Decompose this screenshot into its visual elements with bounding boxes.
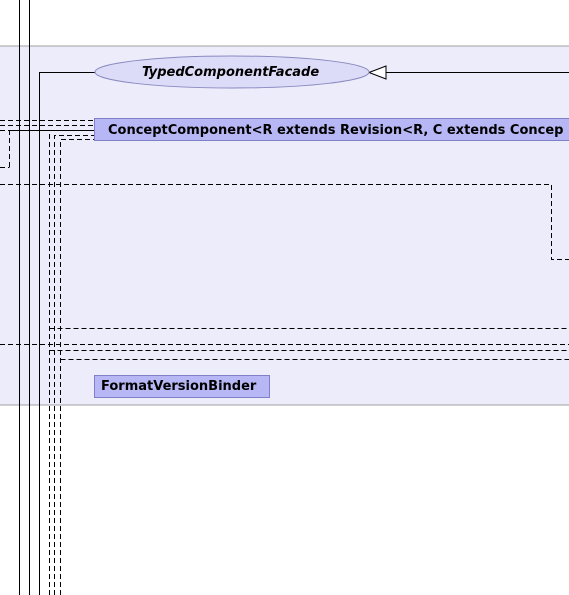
dependency-edge (0, 184, 569, 260)
interface-node-shape (94, 55, 370, 89)
generalization-arrowhead (367, 65, 387, 80)
class-format-version-binder[interactable]: FormatVersionBinder (101, 379, 257, 394)
edge-line (39, 72, 95, 595)
package-background (0, 45, 569, 406)
interface-typed-component-facade[interactable]: TypedComponentFacade (142, 65, 320, 80)
class-node-box (94, 375, 270, 398)
class-node-box (94, 118, 569, 141)
dependency-edge (9, 130, 95, 167)
class-concept-component[interactable]: ConceptComponent<R extends Revision<R, C… (108, 123, 564, 138)
dependency-edge (54, 135, 95, 595)
